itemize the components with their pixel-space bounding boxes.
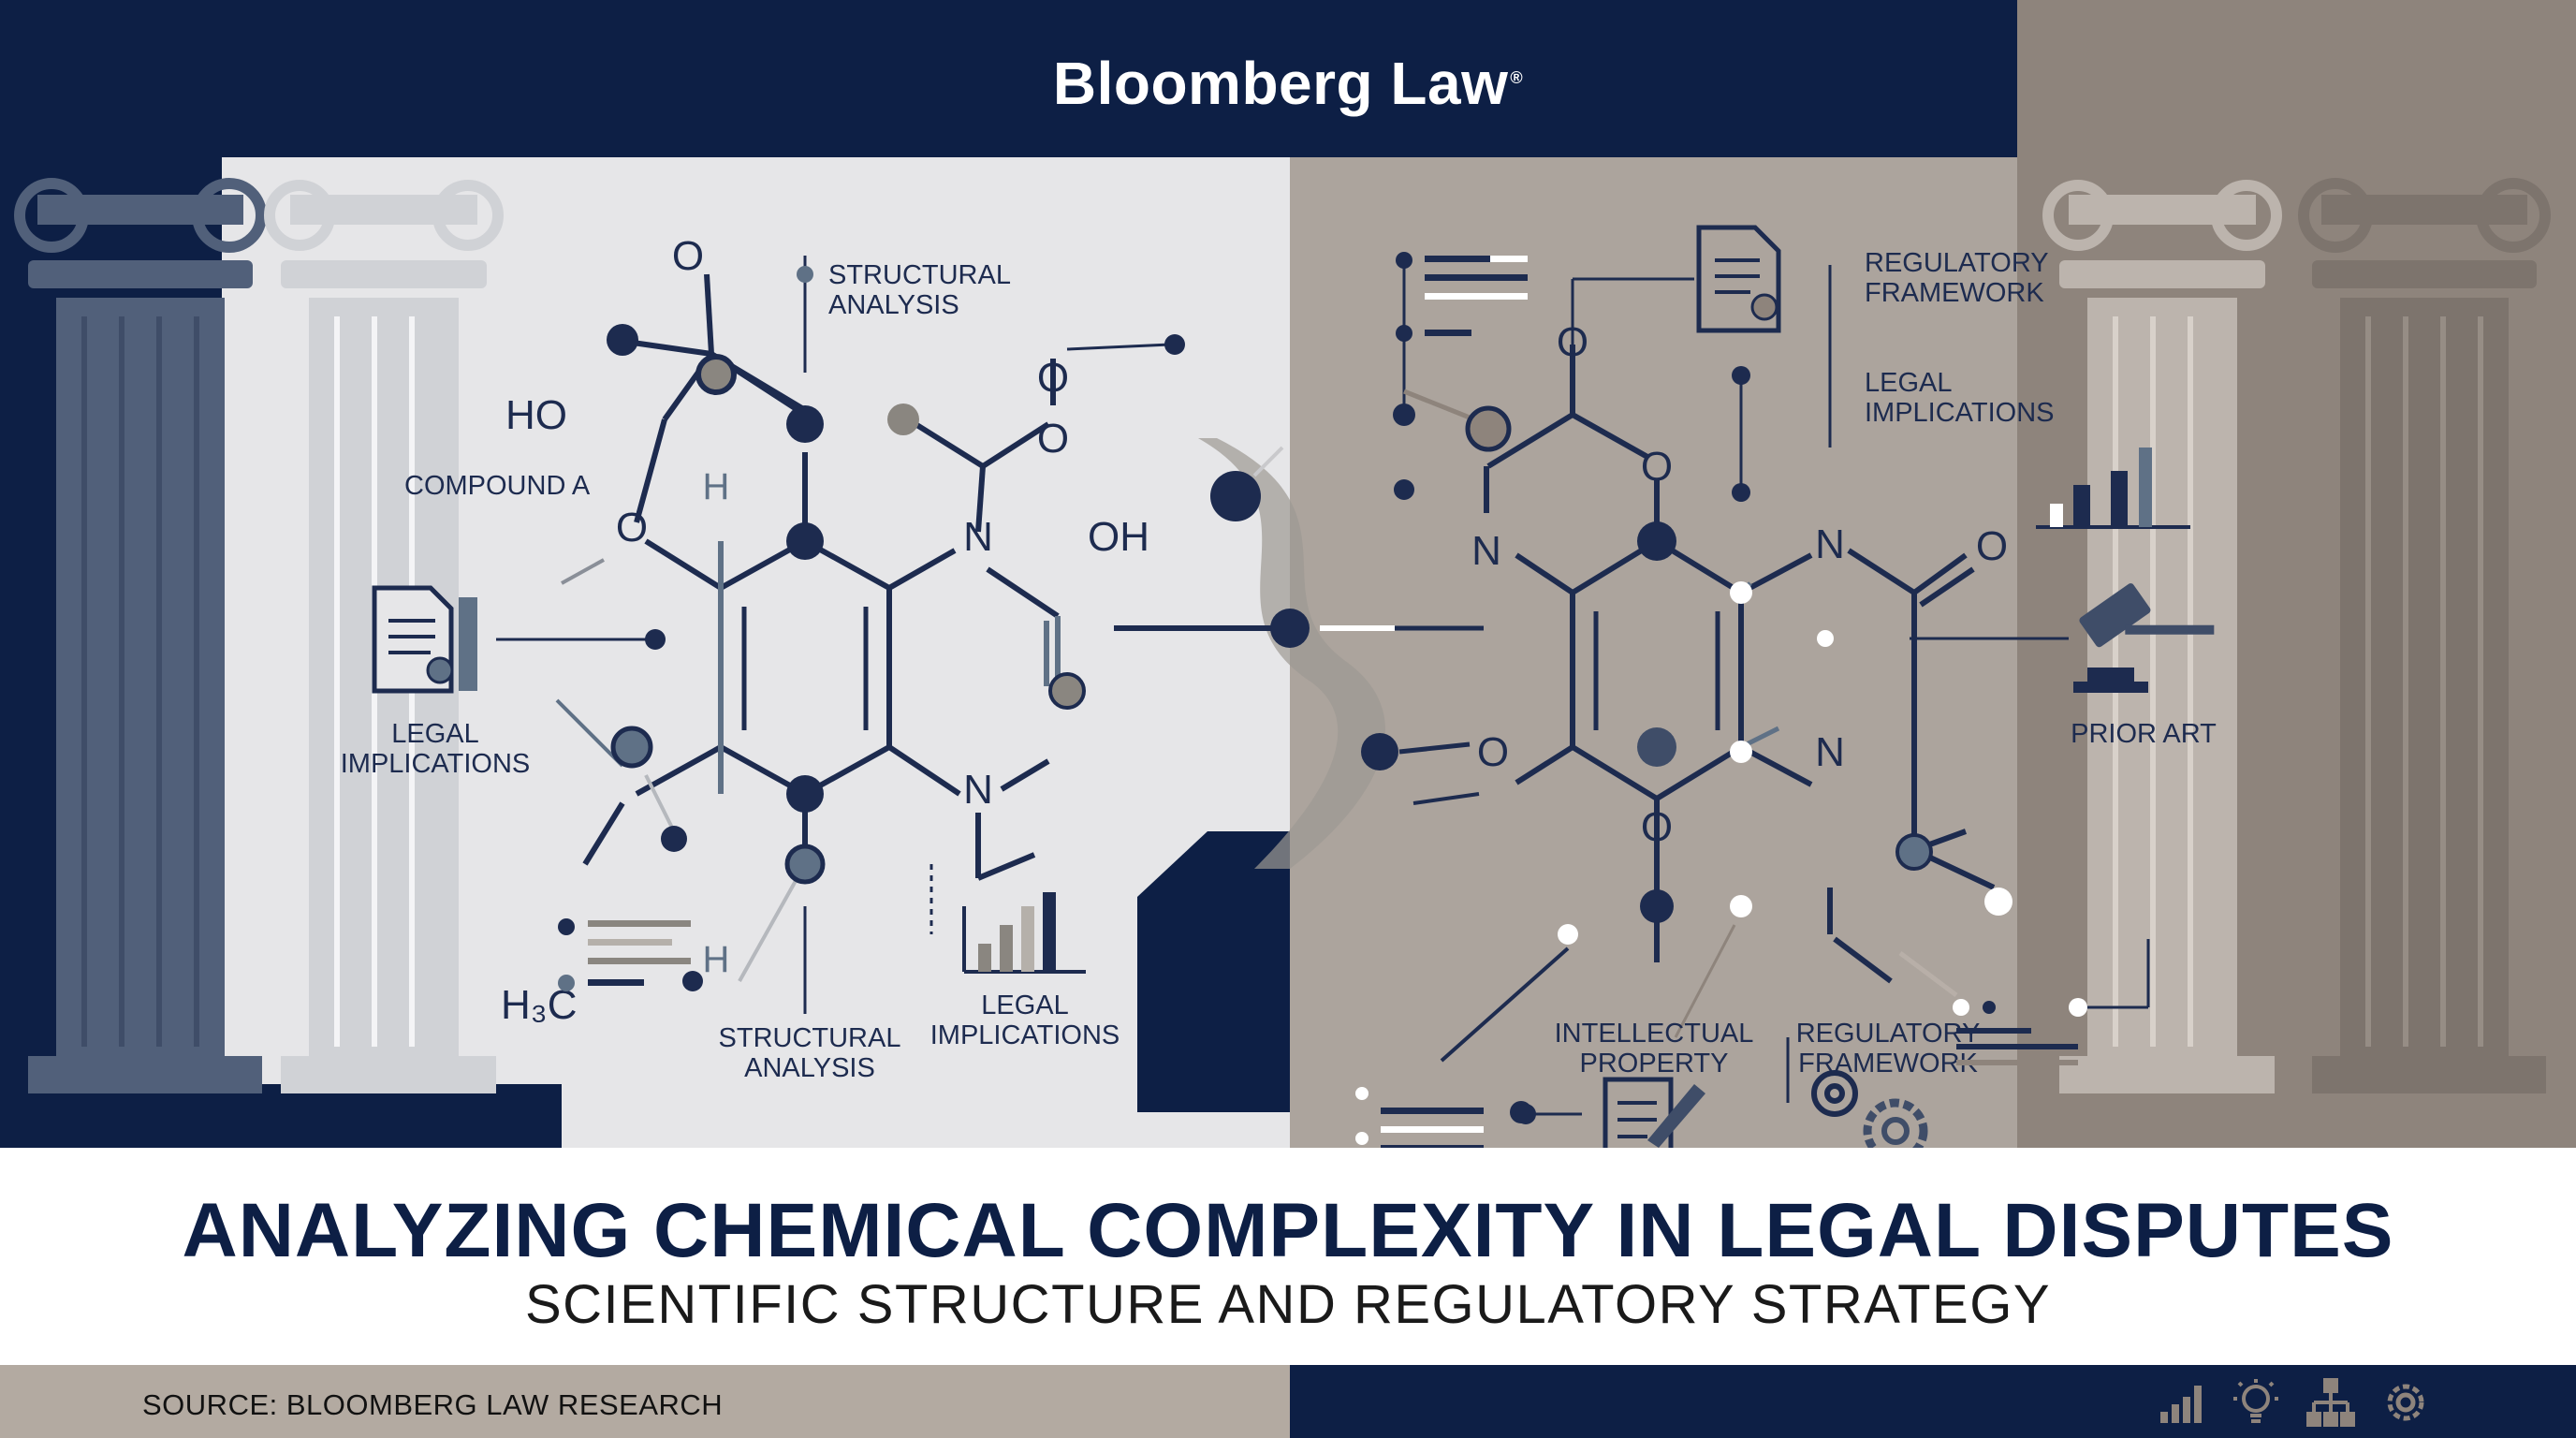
hydrogen-atoms: H H: [703, 466, 730, 980]
atom-n: N: [963, 767, 993, 813]
label-structural-analysis-top-2: ANALYSIS: [828, 290, 959, 320]
left-labels: STRUCTURAL ANALYSIS COMPOUND A LEGAL IMP…: [341, 260, 1120, 1083]
atom-n: N: [1471, 528, 1501, 574]
right-panel: [1290, 157, 2017, 1148]
document-seal-icon: [372, 585, 477, 694]
atom-o: O: [1976, 523, 2008, 569]
atom-n: N: [1815, 729, 1845, 775]
label-structural-analysis-bottom-1: STRUCTURAL: [719, 1023, 901, 1053]
main-title: ANALYZING CHEMICAL COMPLEXITY IN LEGAL D…: [182, 1188, 2394, 1273]
quill-document-icon: [1603, 1077, 1705, 1148]
right-list-icon-mid: [1956, 1028, 2078, 1065]
footer-left: [0, 1365, 1290, 1438]
right-leader-line-2: [1674, 924, 1736, 1038]
atom-h: H: [703, 466, 730, 507]
atom-o: O: [1641, 444, 1673, 490]
header-bar-left: [0, 0, 2017, 157]
atom-o: O: [1641, 804, 1673, 850]
right-list-icon-top: [1396, 252, 1528, 342]
atom-o: O: [1477, 729, 1509, 775]
label-structural-analysis-bottom-2: ANALYSIS: [744, 1053, 875, 1083]
bridge-connector: [1114, 446, 1484, 770]
right-atoms: O O N N O O N O: [1471, 319, 2008, 850]
right-molecule-nodes: [1393, 366, 2087, 1124]
left-base: [0, 1084, 562, 1148]
header-bar-right: [2017, 0, 2576, 157]
label-legal-implications-bottom-1: LEGAL: [981, 990, 1069, 1020]
label-intellectual-property-2: PROPERTY: [1579, 1049, 1728, 1078]
bar-chart-icon: [2160, 1386, 2202, 1423]
label-prior-art: PRIOR ART: [2071, 719, 2217, 749]
label-intellectual-property-1: INTELLECTUAL: [1555, 1019, 1754, 1049]
gear-icon: [2387, 1384, 2424, 1421]
atom-o: O: [1557, 319, 1588, 365]
left-panel-base: [562, 1112, 1290, 1148]
atom-o: O: [616, 505, 648, 550]
label-legal-implications-right-2: IMPLICATIONS: [1865, 398, 2055, 428]
sub-title: SCIENTIFIC STRUCTURE AND REGULATORY STRA…: [524, 1274, 2052, 1335]
atom-o: O: [1037, 355, 1069, 401]
atom-o: O: [672, 233, 704, 279]
atom-ho: HO: [505, 392, 567, 438]
atom-n: N: [963, 514, 993, 560]
right-bar-chart-icon: [2036, 448, 2190, 529]
label-legal-implications-left-2: IMPLICATIONS: [341, 749, 531, 779]
column-right: [2042, 180, 2282, 1093]
lightbulb-icon: [2233, 1379, 2278, 1423]
network-icon: [2306, 1378, 2355, 1427]
right-leader-line: [1440, 946, 1570, 1063]
certificate-icon: [1696, 225, 1781, 333]
left-molecule-highlights: [555, 541, 807, 982]
label-structural-analysis-top-1: STRUCTURAL: [828, 260, 1011, 290]
label-legal-implications-bottom-2: IMPLICATIONS: [930, 1020, 1120, 1050]
center-swoosh: [1198, 438, 1385, 869]
source-note: SOURCE: BLOOMBERG LAW RESEARCH: [142, 1388, 724, 1421]
top-leader-dot: [797, 266, 813, 283]
label-compound-a: COMPOUND A: [404, 471, 591, 501]
illustration: O HO O N OH N O O H₃C H H STRUCTURAL ANA…: [0, 157, 2576, 1148]
label-regulatory-framework-bottom-1: REGULATORY: [1796, 1019, 1981, 1049]
right-list-icon-bottom: [1355, 1087, 1484, 1148]
brand-name: Bloomberg Law: [1052, 50, 1509, 117]
gears-icon: [1811, 1070, 1928, 1148]
label-legal-implications-left-1: LEGAL: [391, 719, 479, 749]
atom-o: O: [1037, 416, 1069, 462]
navy-step: [1137, 831, 1290, 1148]
left-atoms: O HO O N OH N O O H₃C: [501, 233, 1149, 1028]
title-band: [0, 1148, 2576, 1365]
left-list-icon: [558, 918, 691, 991]
footer-right: [1290, 1365, 2576, 1438]
trademark-symbol: ®: [1510, 67, 1524, 87]
left-molecule-nodes: [607, 324, 1185, 991]
label-legal-implications-right-1: LEGAL: [1865, 368, 1953, 398]
brand-logo: Bloomberg Law®: [0, 49, 2576, 118]
label-regulatory-framework-top-1: REGULATORY: [1865, 248, 2049, 278]
atom-n: N: [1815, 521, 1845, 567]
gavel-icon: [2073, 583, 2215, 693]
right-labels: REGULATORY FRAMEWORK LEGAL IMPLICATIONS …: [1555, 248, 2217, 1078]
atom-oh: OH: [1088, 514, 1149, 560]
column-flutes-far-right: [2365, 316, 2483, 1047]
right-base: [2017, 1084, 2576, 1148]
label-regulatory-framework-top-2: FRAMEWORK: [1865, 278, 2044, 308]
left-bar-chart-icon: [962, 892, 1086, 974]
atom-h: H: [703, 939, 730, 980]
column-flutes-far-left: [81, 316, 199, 1047]
